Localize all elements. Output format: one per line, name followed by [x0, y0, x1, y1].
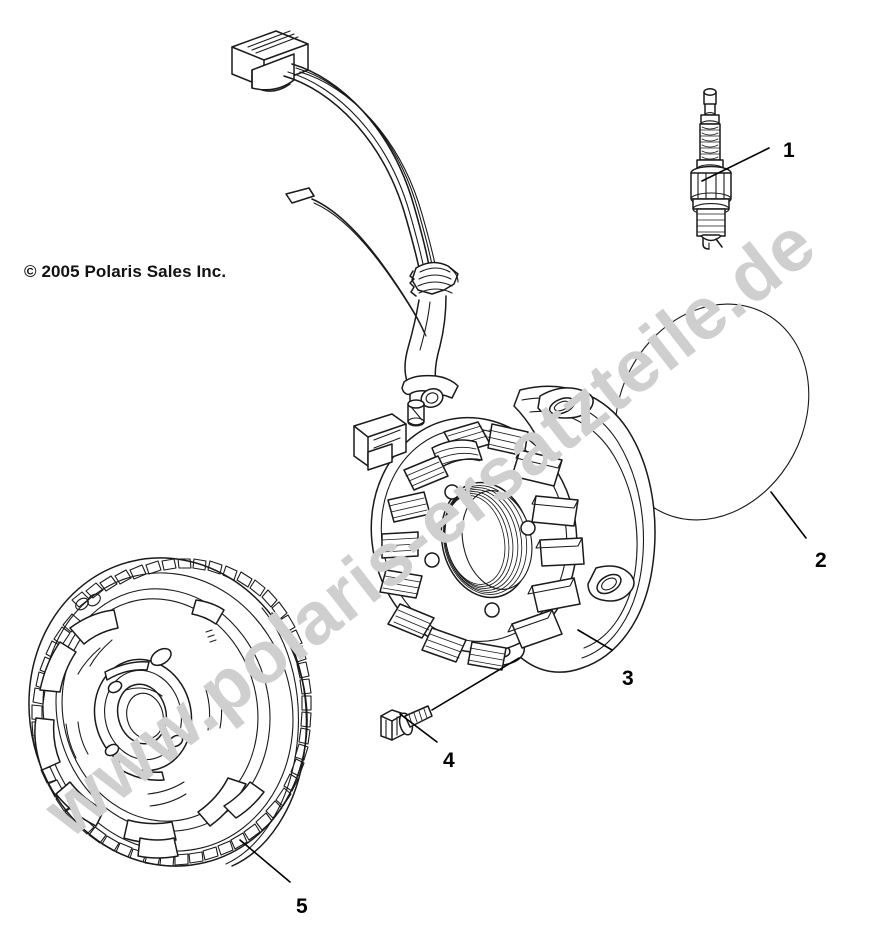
- leader-line-5: [239, 839, 291, 883]
- leader-line-3: [577, 629, 613, 651]
- part-flange-bolt: [380, 705, 433, 741]
- flywheel-timing-marks: [75, 593, 217, 643]
- copyright-notice: © 2005 Polaris Sales Inc.: [24, 262, 227, 281]
- part-flywheel: [28, 557, 312, 867]
- callout-number-3: 3: [622, 667, 634, 690]
- callout-number-1: 1: [783, 139, 795, 162]
- leader-line-4: [399, 713, 438, 743]
- callout-number-5: 5: [296, 895, 308, 918]
- stator-mount-ear-lower: [587, 565, 635, 602]
- part-spark-plug: [690, 88, 732, 250]
- stator-terminal-block: [353, 413, 407, 471]
- leader-line-2: [770, 491, 807, 539]
- leader-line-4-to-stator: [431, 657, 520, 711]
- harness-grommet: [409, 261, 459, 297]
- stator-bore: [440, 481, 533, 599]
- part-stator-housing: [353, 385, 656, 673]
- wiring-harness: [231, 30, 459, 427]
- stator-poles: [379, 421, 585, 671]
- leader-line-1: [701, 147, 770, 182]
- part-cover-plate: [614, 303, 810, 521]
- callout-number-2: 2: [815, 549, 827, 572]
- stator-mount-ear-upper: [537, 387, 594, 419]
- callout-number-4: 4: [443, 749, 455, 772]
